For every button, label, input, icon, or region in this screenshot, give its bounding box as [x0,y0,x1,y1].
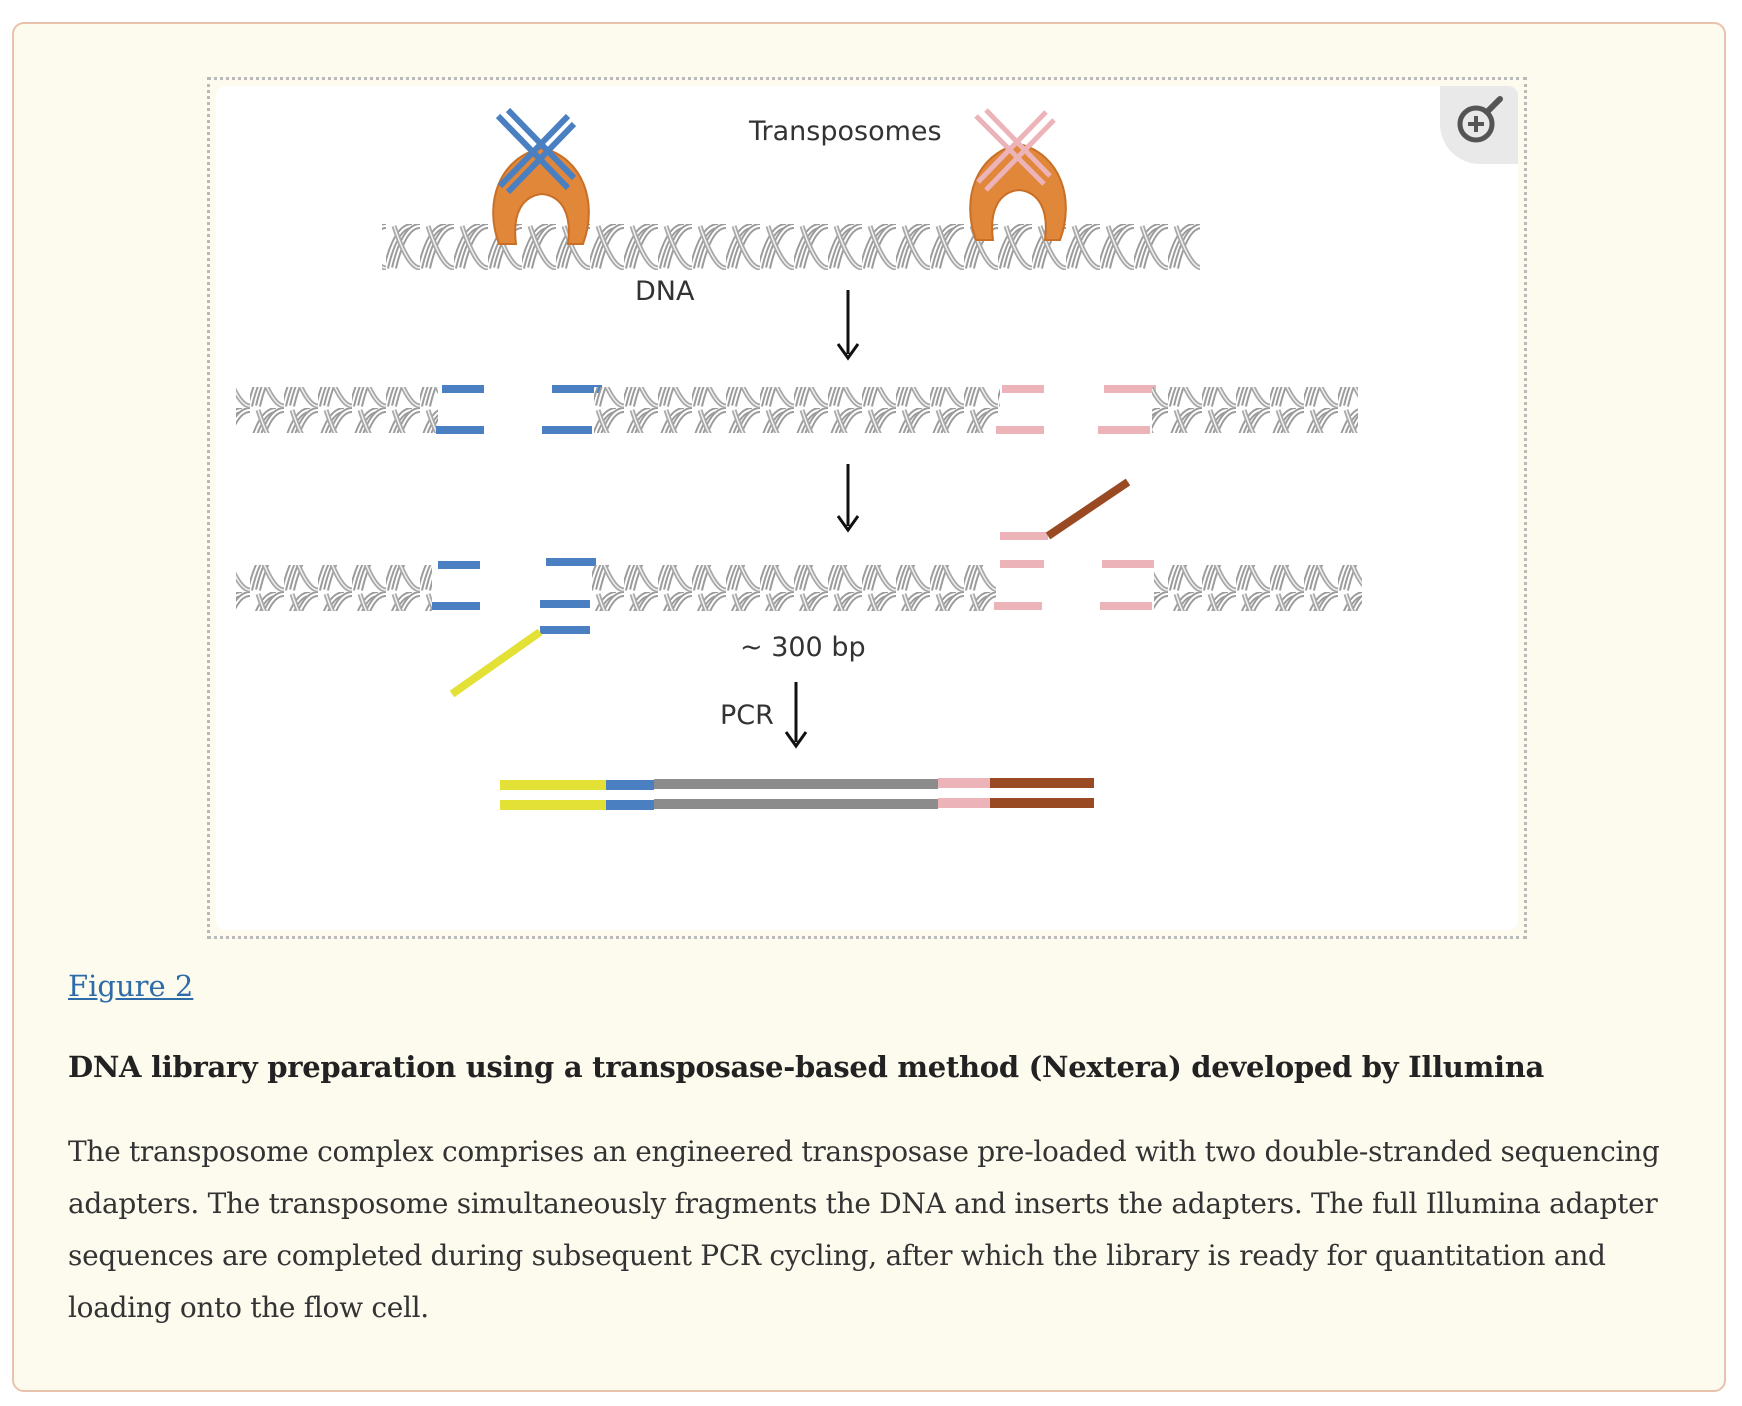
figure-link[interactable]: Figure 2 [68,969,193,1003]
primer-brown [1048,482,1128,536]
dna-fragment-right [1152,387,1358,433]
dna-fragment-left [236,387,438,433]
final-library-fragment [500,778,1094,810]
dna-fragment-middle [594,387,1000,433]
figure-title: DNA library preparation using a transpos… [68,1050,1544,1084]
zoom-button[interactable] [1440,86,1518,164]
figure-image-frame[interactable]: Transposomes DNA [207,77,1527,939]
arrow-down-icon [786,682,806,746]
fragment-size-label: ~ 300 bp [740,632,866,663]
arrow-down-icon [838,464,858,530]
transposome-blue [493,110,589,244]
dna-fragment-left [236,565,432,611]
nextera-diagram: Transposomes DNA [216,86,1518,930]
figure-image: Transposomes DNA [216,86,1518,930]
fragmented-dna [236,385,1358,434]
primer-yellow [452,632,540,694]
zoom-in-icon [1454,94,1506,146]
dna-label: DNA [635,276,695,307]
transposomes-label: Transposomes [748,116,942,147]
arrow-down-icon [838,290,858,358]
dna-fragment-middle [592,565,996,611]
figure-panel: Transposomes DNA [12,22,1726,1392]
dna-fragment-right [1154,565,1362,611]
pcr-label: PCR [720,700,774,731]
figure-caption: The transposome complex comprises an eng… [68,1126,1678,1334]
transposome-pink [970,110,1066,240]
